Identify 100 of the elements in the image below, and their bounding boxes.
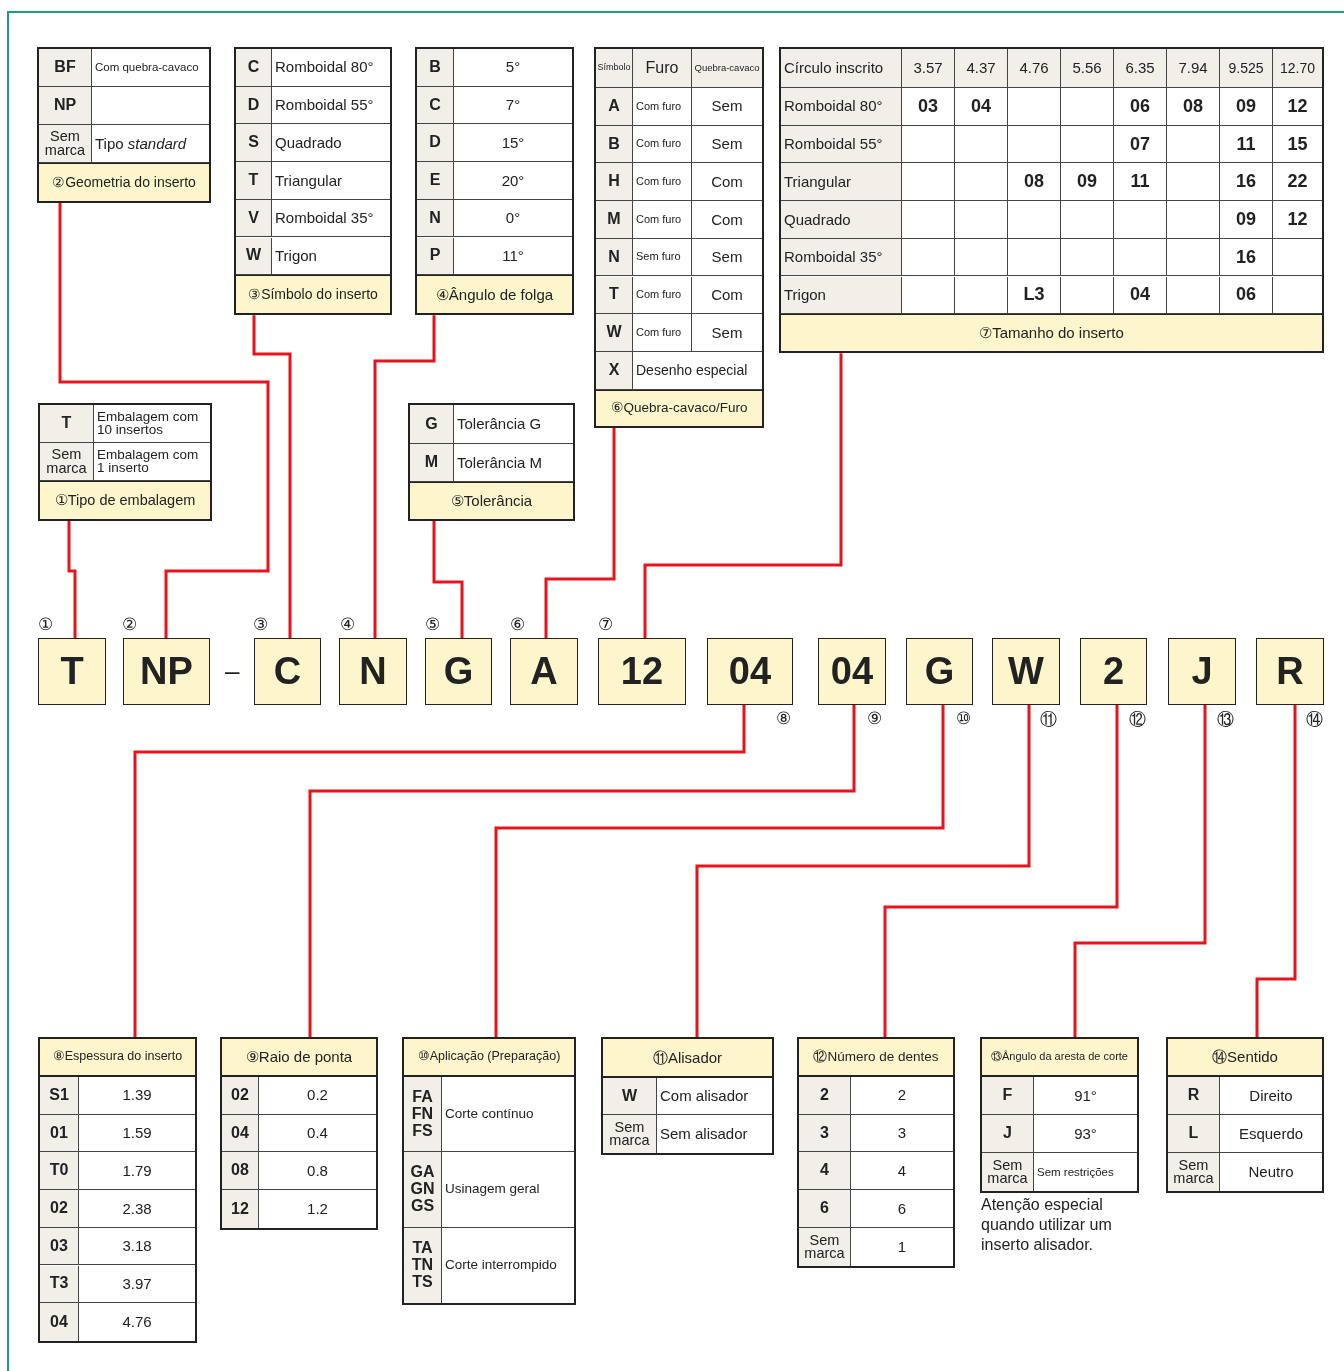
code-cell: T	[40, 405, 94, 443]
code-table	[38, 1037, 197, 1343]
separator-dash: –	[225, 656, 240, 687]
code-box: T	[38, 638, 106, 705]
code-cell: Romboidal 55°	[781, 125, 902, 164]
code-cell: A	[596, 88, 633, 126]
callout-number: ⑨	[867, 708, 882, 729]
code-cell: Furo	[633, 49, 692, 88]
value-cell: Com furo	[633, 201, 692, 239]
table-title: ⑫Número de dentes	[799, 1039, 953, 1077]
code-cell: T	[236, 162, 272, 200]
callout-number: ②	[122, 614, 137, 635]
code-box: N	[339, 638, 407, 705]
code-cell: 4	[799, 1152, 851, 1191]
callout-number: ⑧	[776, 708, 791, 729]
code-cell: 9.525	[1220, 49, 1273, 88]
code-box: W	[992, 638, 1060, 705]
callout-number: ①	[38, 614, 53, 635]
code-box: 2	[1080, 638, 1147, 705]
code-cell: C	[236, 49, 272, 87]
code-cell: W	[596, 314, 633, 352]
value-cell: Com furo	[633, 276, 692, 315]
connector-line	[1255, 705, 1297, 1037]
value-cell: Sem furo	[633, 238, 692, 277]
value-cell: 06	[1220, 276, 1273, 315]
callout-number: ⑫	[1129, 709, 1146, 731]
table-title: ⑬Ângulo da aresta de corte	[982, 1039, 1137, 1077]
code-table	[37, 47, 211, 203]
code-table	[601, 1037, 774, 1155]
code-cell: W	[603, 1078, 657, 1115]
code-table	[402, 1037, 576, 1305]
code-cell: Quebra-cavaco	[692, 49, 762, 88]
table-title: ⑥Quebra-cavaco/Furo	[596, 389, 762, 426]
callout-number: ⑬	[1217, 709, 1234, 731]
code-cell: T3	[40, 1265, 79, 1304]
callout-number: ④	[340, 614, 355, 635]
table-title: ⑦Tamanho do inserto	[781, 314, 1322, 352]
code-cell: Triangular	[781, 163, 902, 202]
callout-number: ⑤	[425, 614, 440, 635]
value-cell: 11	[1114, 163, 1167, 202]
code-cell: 04	[40, 1303, 79, 1341]
code-box: 12	[598, 638, 686, 705]
connector-line	[643, 353, 843, 638]
code-cell: F	[982, 1077, 1034, 1115]
callout-number: ⑦	[598, 614, 613, 635]
code-cell: G	[410, 405, 454, 444]
code-box: 04	[707, 638, 793, 705]
value-cell: Com furo	[633, 314, 692, 352]
code-box: A	[510, 638, 578, 705]
table-title: ①Tipo de embalagem	[40, 481, 210, 519]
connector-line	[695, 705, 1031, 1037]
code-box: NP	[123, 638, 210, 705]
value-cell: L3	[1008, 276, 1061, 315]
code-cell: 6.35	[1114, 49, 1167, 88]
code-cell: 4.76	[1008, 49, 1061, 88]
code-cell: R	[1168, 1077, 1220, 1115]
code-cell: Sem marca	[603, 1115, 657, 1153]
value-cell: 11	[1220, 125, 1273, 164]
code-box: C	[254, 638, 321, 705]
code-cell: N	[417, 199, 454, 238]
callout-number: ⑭	[1306, 709, 1323, 731]
connector-line	[373, 315, 436, 638]
table-title: ⑧Espessura do inserto	[40, 1039, 195, 1077]
code-table	[408, 403, 575, 521]
connector-line	[308, 705, 856, 1037]
connector-line	[133, 705, 746, 1037]
value-cell: 04	[1114, 276, 1167, 315]
callout-number: ⑥	[510, 614, 525, 635]
code-cell: D	[417, 124, 454, 163]
code-cell: E	[417, 162, 454, 200]
code-cell: FA FN FS	[404, 1077, 442, 1153]
code-box: G	[906, 638, 973, 705]
code-cell: M	[596, 201, 633, 239]
value-cell: 07	[1114, 125, 1167, 164]
value-cell: Com furo	[633, 125, 692, 164]
code-cell: Sem marca	[1168, 1153, 1220, 1191]
code-cell: 2	[799, 1077, 851, 1115]
code-cell: 5.56	[1061, 49, 1114, 88]
connector-line	[883, 705, 1119, 1037]
table-title: ⑤Tolerância	[410, 482, 573, 519]
code-cell: BF	[39, 49, 92, 87]
code-cell: S	[236, 124, 272, 163]
value-cell: 16	[1220, 238, 1273, 277]
table-title: ⑩Aplicação (Preparação)	[404, 1039, 574, 1077]
connector-line	[432, 521, 464, 638]
table-title: ②Geometria do inserto	[39, 163, 209, 201]
table-title: ⑪Alisador	[603, 1039, 772, 1078]
connector-line	[58, 203, 270, 638]
value-cell: 08	[1167, 88, 1220, 126]
code-box: J	[1168, 638, 1236, 705]
code-cell: 6	[799, 1190, 851, 1228]
value-cell: Com furo	[633, 88, 692, 126]
code-cell: P	[417, 237, 454, 276]
code-cell: W	[236, 237, 272, 276]
code-cell: 12	[222, 1190, 259, 1228]
callout-number: ⑪	[1040, 709, 1057, 731]
code-cell: V	[236, 199, 272, 238]
note-text: Atenção especial quando utilizar um inserto alisador.	[981, 1195, 1113, 1255]
code-cell: 01	[40, 1114, 79, 1153]
code-box: 04	[818, 638, 886, 705]
